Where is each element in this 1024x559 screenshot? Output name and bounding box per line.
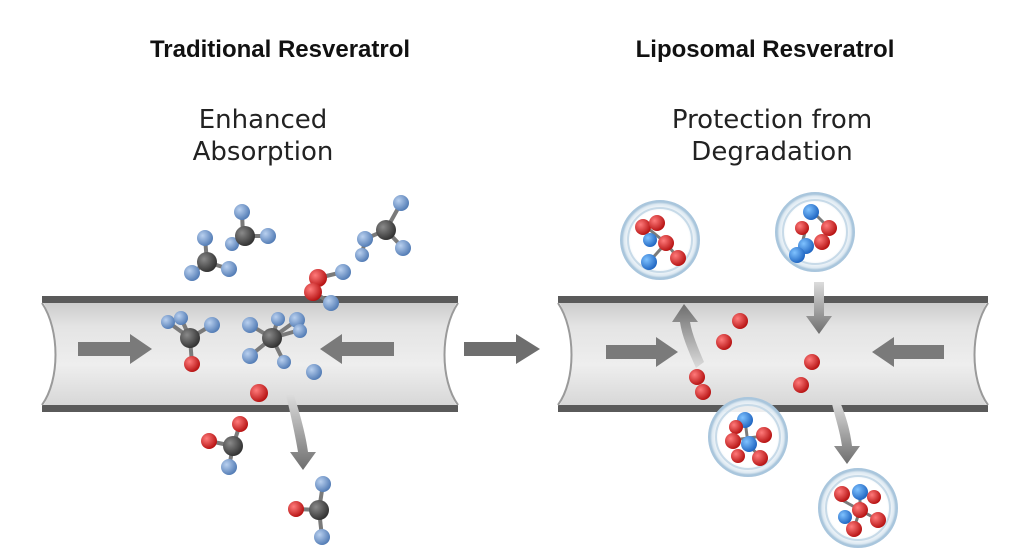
molecule bbox=[161, 311, 220, 372]
red-atom bbox=[793, 377, 809, 393]
liposome bbox=[818, 468, 898, 548]
flow-arrow-left-icon bbox=[320, 334, 394, 364]
flow-arrow-right-icon bbox=[606, 337, 678, 367]
red-atom bbox=[695, 384, 711, 400]
molecule bbox=[304, 264, 351, 311]
absorption-down-arrow-icon bbox=[286, 395, 316, 470]
enhanced-absorption-line1: Enhanced bbox=[198, 105, 328, 135]
protection-degradation-line2: Degradation bbox=[691, 137, 853, 167]
enhanced-absorption-label: Enhanced Absorption bbox=[103, 104, 423, 168]
flow-arrow-right-icon bbox=[78, 334, 152, 364]
molecule bbox=[201, 416, 248, 475]
blue-atom bbox=[306, 364, 322, 380]
liposome bbox=[708, 397, 788, 477]
liposomal-resveratrol-title: Liposomal Resveratrol bbox=[635, 36, 895, 63]
red-atom bbox=[689, 369, 705, 385]
entry-down-arrow-icon bbox=[806, 282, 832, 334]
comparison-arrow-icon bbox=[464, 334, 540, 364]
exit-down-arrow-icon bbox=[832, 402, 860, 464]
protection-degradation-label: Protection from Degradation bbox=[612, 104, 932, 168]
protection-degradation-line1: Protection from bbox=[671, 105, 873, 135]
enhanced-absorption-line2: Absorption bbox=[192, 137, 334, 167]
traditional-resveratrol-title: Traditional Resveratrol bbox=[149, 36, 411, 63]
liposome bbox=[620, 200, 700, 280]
release-up-arrow-icon bbox=[672, 304, 704, 368]
red-atom bbox=[716, 334, 732, 350]
red-atom bbox=[804, 354, 820, 370]
liposome bbox=[775, 192, 855, 272]
flow-arrow-left-icon bbox=[872, 337, 944, 367]
red-atom bbox=[732, 313, 748, 329]
molecule bbox=[288, 476, 331, 545]
molecule bbox=[225, 204, 276, 251]
red-atom bbox=[250, 384, 268, 402]
molecule bbox=[184, 230, 237, 281]
molecule bbox=[242, 312, 307, 369]
molecule bbox=[355, 195, 411, 262]
